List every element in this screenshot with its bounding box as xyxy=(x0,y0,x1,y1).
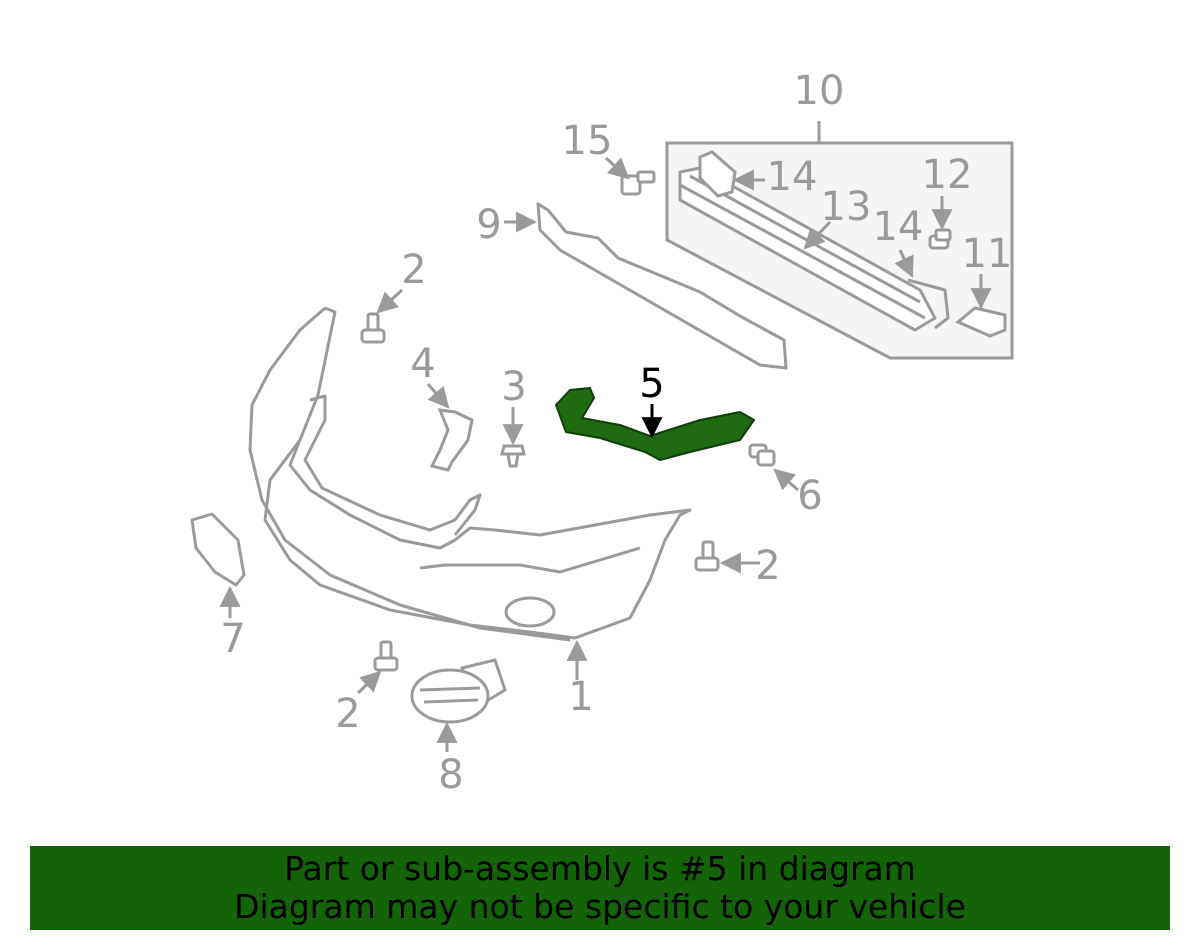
callout-9: 9 xyxy=(476,202,501,248)
callout-2-lower: 2 xyxy=(335,691,360,737)
callout-11: 11 xyxy=(962,231,1013,277)
bracket-14-upper xyxy=(698,150,737,198)
callout-14-upper: 14 xyxy=(767,154,818,200)
bracket-11 xyxy=(955,306,1007,338)
support-bracket-5 xyxy=(555,387,755,461)
bolt-2-upper xyxy=(360,312,386,344)
bolt-2-lower xyxy=(373,640,399,672)
callout-3: 3 xyxy=(501,364,526,410)
bumper-cover xyxy=(248,306,692,642)
clip-3 xyxy=(500,444,526,468)
parts-diagram: 1 2 2 2 3 4 5 6 7 8 9 10 11 12 13 14 14 … xyxy=(190,68,1014,798)
fog-lamp-cover-8 xyxy=(410,658,507,724)
callout-2-upper: 2 xyxy=(401,247,426,293)
cover-7 xyxy=(190,512,246,587)
callout-13: 13 xyxy=(821,184,872,230)
callout-14-lower: 14 xyxy=(873,204,924,250)
energy-absorber xyxy=(536,202,788,370)
callout-8: 8 xyxy=(438,752,463,798)
bolt-6 xyxy=(748,443,776,467)
callout-7: 7 xyxy=(220,616,245,662)
callout-5: 5 xyxy=(639,361,664,407)
banner-line-1: Part or sub-assembly is #5 in diagram xyxy=(284,849,916,888)
callout-12: 12 xyxy=(922,152,973,198)
callout-10: 10 xyxy=(794,68,845,114)
callout-6: 6 xyxy=(797,473,822,519)
leader-arrows xyxy=(219,156,992,752)
callout-1: 1 xyxy=(568,674,593,720)
bolt-2-right xyxy=(694,540,720,572)
callout-2-right: 2 xyxy=(755,543,780,589)
banner-line-2: Diagram may not be specific to your vehi… xyxy=(234,887,966,926)
callout-4: 4 xyxy=(410,341,435,387)
bolt-12 xyxy=(928,228,952,250)
callout-15: 15 xyxy=(562,118,613,164)
bracket-4 xyxy=(429,408,474,472)
bolt-15 xyxy=(620,170,656,196)
notice-banner: Part or sub-assembly is #5 in diagram Di… xyxy=(30,846,1170,930)
